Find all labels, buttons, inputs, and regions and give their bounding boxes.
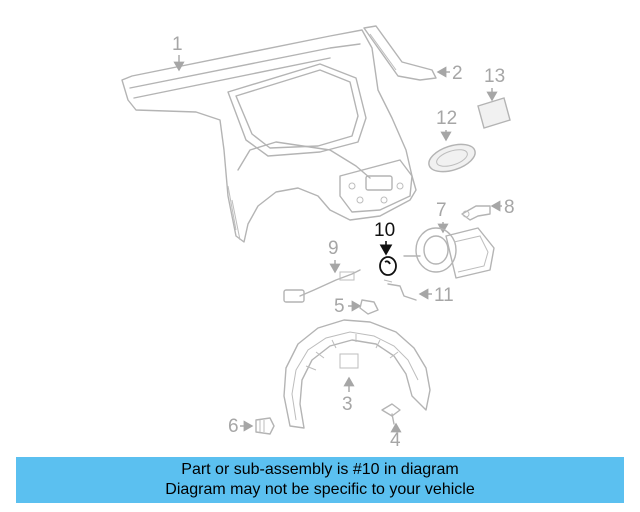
callout-12: 12 bbox=[436, 108, 457, 129]
clip-part-5: 5 bbox=[334, 296, 379, 317]
banner-line-1: Part or sub-assembly is #10 in diagram bbox=[181, 461, 459, 478]
callout-8: 8 bbox=[504, 197, 515, 218]
pillar-trim-strip: 2 bbox=[363, 25, 463, 84]
bracket-part-8: 8 bbox=[461, 197, 515, 221]
highlighted-part-10: 10 bbox=[374, 220, 397, 276]
push-fastener-part-4: 4 bbox=[381, 403, 402, 451]
wheel-well-liner: 3 bbox=[283, 319, 431, 429]
release-cable-part-9: 9 bbox=[283, 238, 361, 303]
callout-13: 13 bbox=[484, 66, 505, 87]
oval-lamp-part-12: 12 bbox=[428, 108, 476, 173]
callout-6: 6 bbox=[228, 416, 239, 437]
callout-3: 3 bbox=[342, 394, 353, 415]
callout-2: 2 bbox=[452, 63, 463, 84]
callout-5: 5 bbox=[334, 296, 345, 317]
callout-1: 1 bbox=[172, 34, 183, 55]
callout-10: 10 bbox=[374, 220, 395, 241]
callout-9: 9 bbox=[328, 238, 339, 259]
screw-part-6: 6 bbox=[228, 416, 275, 437]
pad-part-13: 13 bbox=[477, 66, 511, 129]
info-banner: Part or sub-assembly is #10 in diagram D… bbox=[16, 457, 624, 503]
callout-7: 7 bbox=[436, 200, 447, 221]
callout-11: 11 bbox=[434, 285, 454, 306]
hose-part-11: 11 bbox=[383, 279, 454, 306]
banner-line-2: Diagram may not be specific to your vehi… bbox=[165, 481, 475, 498]
callout-4: 4 bbox=[390, 430, 401, 451]
quarter-panel: 1 bbox=[121, 29, 417, 243]
parts-diagram: 1 2 13 12 7 8 10 bbox=[121, 25, 515, 451]
fuel-door-housing: 7 bbox=[403, 200, 495, 279]
